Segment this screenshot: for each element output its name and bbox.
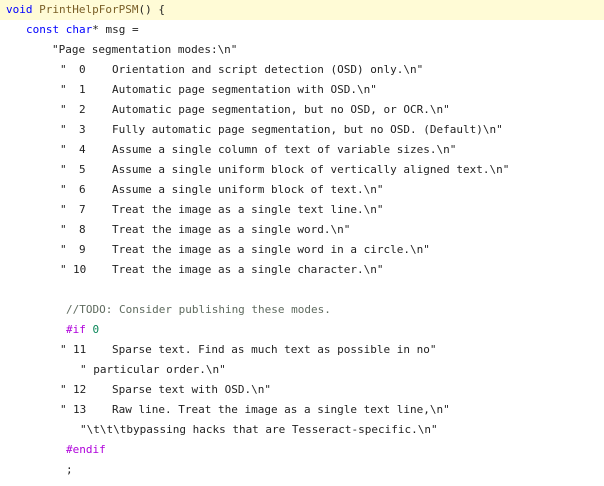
code-token (86, 323, 93, 336)
code-token: "\t\t\tbypassing hacks that are Tesserac… (80, 423, 438, 436)
code-line: ; (0, 460, 604, 480)
code-token: "Page segmentation modes:\n" (52, 43, 238, 56)
code-line: " 12 Sparse text with OSD.\n" (0, 380, 604, 400)
mode-number: 1 (79, 83, 86, 96)
mode-number: 2 (79, 103, 86, 116)
string-quote: " (60, 123, 67, 136)
code-line: " 13 Raw line. Treat the image as a single… (0, 400, 604, 420)
code-line: " 11 Sparse text. Find as much text as pos… (0, 340, 604, 360)
mode-number: 13 (73, 403, 87, 416)
string-quote: " (60, 163, 67, 176)
string-quote: " (60, 383, 67, 396)
code-token: const (26, 23, 60, 36)
mode-description: Assume a single uniform block of vertica… (112, 163, 510, 176)
mode-number: 5 (79, 163, 86, 176)
code-line: const char* msg = (0, 20, 604, 40)
code-token: () { (138, 3, 165, 16)
mode-description: Fully automatic page segmentation, but n… (112, 123, 503, 136)
code-line: void PrintHelpForPSM() { (0, 0, 604, 20)
code-token: ; (66, 463, 73, 476)
mode-description: Treat the image as a single word in a ci… (112, 243, 430, 256)
code-line: "Page segmentation modes:\n" (0, 40, 604, 60)
code-line: " 7 Treat the image as a single text line.… (0, 200, 604, 220)
string-quote: " (60, 243, 67, 256)
mode-description: Sparse text. Find as much text as possib… (112, 343, 437, 356)
mode-description: Sparse text with OSD.\n" (112, 383, 271, 396)
string-quote: " (60, 143, 67, 156)
mode-description: Assume a single uniform block of text.\n… (112, 183, 384, 196)
code-line: " 1 Automatic page segmentation with OSD.\… (0, 80, 604, 100)
code-text: const char* msg = (26, 20, 139, 40)
mode-number: 3 (79, 123, 86, 136)
mode-description: Treat the image as a single word.\n" (112, 223, 351, 236)
mode-description: Raw line. Treat the image as a single te… (112, 403, 450, 416)
code-text: "\t\t\tbypassing hacks that are Tesserac… (80, 420, 438, 440)
mode-description: Treat the image as a single text line.\n… (112, 203, 384, 216)
mode-number: 10 (73, 263, 87, 276)
string-quote: " (60, 203, 67, 216)
code-token: char (65, 23, 93, 36)
code-token: " particular order.\n" (80, 363, 226, 376)
string-quote: " (60, 263, 67, 276)
code-line: "\t\t\tbypassing hacks that are Tesserac… (0, 420, 604, 440)
code-line: " 3 Fully automatic page segmentation, but… (0, 120, 604, 140)
code-token (59, 23, 66, 36)
code-line: #endif (0, 440, 604, 460)
mode-number: 4 (79, 143, 86, 156)
code-line: " 2 Automatic page segmentation, but no OS… (0, 100, 604, 120)
code-text: "Page segmentation modes:\n" (52, 40, 237, 60)
mode-number: 12 (73, 383, 87, 396)
code-token: //TODO: Consider publishing these modes. (66, 303, 331, 316)
mode-description: Automatic page segmentation with OSD.\n" (112, 83, 377, 96)
string-quote: " (60, 83, 67, 96)
code-line: " 9 Treat the image as a single word in a … (0, 240, 604, 260)
code-text: //TODO: Consider publishing these modes. (66, 300, 331, 320)
code-token: #endif (66, 443, 106, 456)
code-token: void (6, 3, 33, 16)
code-text: #endif (66, 440, 106, 460)
code-line: " particular order.\n" (0, 360, 604, 380)
mode-description: Treat the image as a single character.\n… (112, 263, 384, 276)
code-line: #if 0 (0, 320, 604, 340)
mode-number: 11 (73, 343, 87, 356)
code-line: //TODO: Consider publishing these modes. (0, 300, 604, 320)
string-quote: " (60, 343, 67, 356)
string-quote: " (60, 103, 67, 116)
code-token: PrintHelpForPSM (39, 3, 139, 16)
string-quote: " (60, 223, 67, 236)
mode-description: Automatic page segmentation, but no OSD,… (112, 103, 450, 116)
code-token: 0 (92, 323, 100, 336)
code-line: " 0 Orientation and script detection (OSD)… (0, 60, 604, 80)
code-line (0, 280, 604, 300)
mode-number: 0 (79, 63, 86, 76)
code-text: ; (66, 460, 73, 480)
code-line: " 6 Assume a single uniform block of text.… (0, 180, 604, 200)
mode-number: 8 (79, 223, 86, 236)
mode-description: Assume a single column of text of variab… (112, 143, 457, 156)
mode-description: Orientation and script detection (OSD) o… (112, 63, 424, 76)
code-line: " 10 Treat the image as a single character… (0, 260, 604, 280)
code-text: " particular order.\n" (80, 360, 226, 380)
code-line: " 5 Assume a single uniform block of verti… (0, 160, 604, 180)
mode-number: 9 (79, 243, 86, 256)
mode-number: 7 (79, 203, 86, 216)
code-text: void PrintHelpForPSM() { (6, 0, 165, 20)
code-text: #if 0 (66, 320, 99, 340)
code-token: #if (66, 323, 86, 336)
code-token: * msg = (92, 23, 139, 36)
string-quote: " (60, 183, 67, 196)
string-quote: " (60, 403, 67, 416)
string-quote: " (60, 63, 67, 76)
code-line: " 4 Assume a single column of text of vari… (0, 140, 604, 160)
mode-number: 6 (79, 183, 86, 196)
code-line: " 8 Treat the image as a single word.\n" (0, 220, 604, 240)
